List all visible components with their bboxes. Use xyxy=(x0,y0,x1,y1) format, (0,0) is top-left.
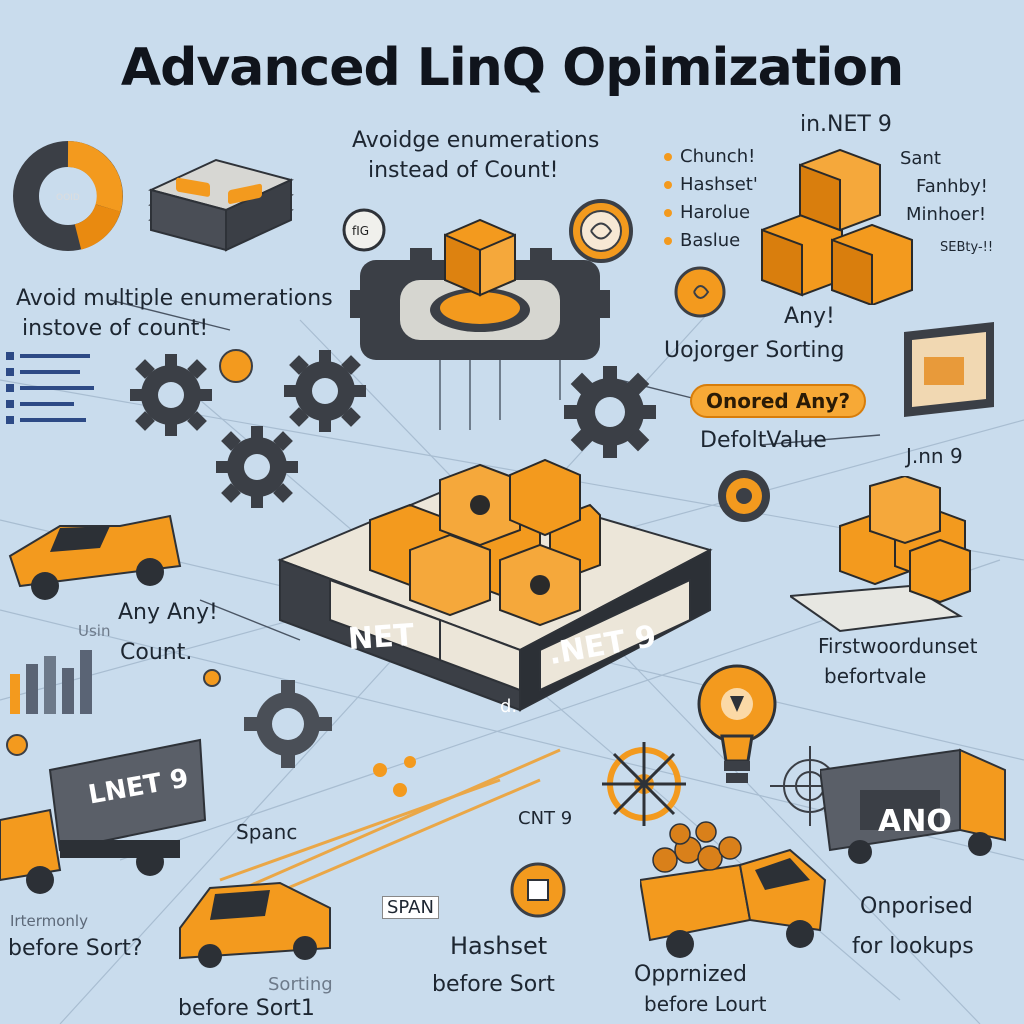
coin-icon xyxy=(569,199,633,263)
car-icon xyxy=(179,881,331,968)
subtitle: in.NET 9 xyxy=(800,112,892,137)
magnifier-label: fIG xyxy=(352,224,369,238)
hashset-label: Hashset xyxy=(450,932,548,960)
top-right-line-3: Minhoer! xyxy=(906,204,987,225)
gear-icon xyxy=(130,354,212,436)
lightbulb-icon xyxy=(697,664,777,783)
ring-chart-icon: OOID xyxy=(13,141,123,251)
any-label: Any! xyxy=(784,304,835,329)
bullet-dot-icon xyxy=(664,181,672,189)
bullet-dot-icon xyxy=(664,153,672,161)
bullet-dot-icon xyxy=(664,209,672,217)
bullet-item: Baslue xyxy=(664,230,740,251)
platform-label-left: NET xyxy=(346,617,416,658)
small-coin-icon xyxy=(203,669,221,687)
box-truck-icon xyxy=(820,748,1006,864)
bullet-item: Chunch! xyxy=(664,146,755,167)
optimized-bottom-line-2: before Lourt xyxy=(644,992,767,1016)
span-box-label: SPAN xyxy=(382,896,439,919)
top-center-line-1: Avoidge enumerations xyxy=(352,128,600,153)
optimized-lookups-line-1: Onporised xyxy=(860,894,973,919)
bullet-item: Hashset' xyxy=(664,174,758,195)
box-truck-icon xyxy=(0,738,207,894)
before-sort-bottom-label: before Sort1 xyxy=(178,996,315,1021)
optimized-bottom-line-1: Opprnized xyxy=(634,962,748,987)
helm-wheel-icon xyxy=(602,742,686,826)
before-sort-left-small: Irtermonly xyxy=(10,912,88,930)
before-sort-mid-label: before Sort xyxy=(432,972,555,997)
top-right-line-4: SEBty-!! xyxy=(940,240,994,255)
before-value-label: befortvale xyxy=(824,664,927,688)
speed-lines xyxy=(219,748,561,902)
default-value-label: DefoltValue xyxy=(700,428,827,453)
left-text-line-1: Avoid multiple enumerations xyxy=(16,286,333,311)
page-title: Advanced LinQ Opimization xyxy=(120,38,904,98)
top-right-line-1: Sant xyxy=(900,148,941,169)
target-coin-icon xyxy=(718,470,770,522)
cargo-truck-icon xyxy=(640,821,827,958)
ordered-any-pill: Onored Any? xyxy=(690,384,867,418)
swirl-coin-icon xyxy=(674,266,726,318)
gear-icon xyxy=(564,366,656,458)
truck-label-right: ANO xyxy=(878,804,952,839)
picture-frame-icon xyxy=(904,322,994,417)
before-sort-left-label: before Sort? xyxy=(8,936,143,961)
sorting-label: Uojorger Sorting xyxy=(664,338,845,363)
count-label: Count. xyxy=(120,640,193,665)
pickup-truck-icon xyxy=(8,514,182,600)
cube-cluster-icon xyxy=(790,476,971,633)
orange-badge-icon xyxy=(510,862,566,918)
top-center-line-2: instead of Count! xyxy=(368,158,559,183)
any-any-label: Any Any! xyxy=(118,600,218,625)
small-coin-icon xyxy=(6,734,28,756)
ring-label: OOID xyxy=(56,193,80,203)
net9-mid-label: CNT 9 xyxy=(518,808,573,829)
platform-small-mark: d. xyxy=(500,696,518,717)
net9-right-label: J.nn 9 xyxy=(906,444,963,468)
gear-frame-icon xyxy=(350,218,610,360)
gear-icon xyxy=(216,426,298,508)
cube-pile-icon xyxy=(761,148,913,305)
span-left-label: Spanc xyxy=(236,820,298,844)
left-text-line-2: instove of count! xyxy=(22,316,209,341)
first-or-default-label: Firstwoordunset xyxy=(818,634,978,658)
small-coin-icon xyxy=(219,349,253,383)
gear-icon xyxy=(244,680,332,768)
bullet-item: Harolue xyxy=(664,202,750,223)
bar-chart-icon xyxy=(10,650,92,714)
bullet-dot-icon xyxy=(664,237,672,245)
magnifier-icon: fIG xyxy=(342,208,386,252)
central-platform xyxy=(277,458,713,712)
data-list-icon xyxy=(6,352,94,424)
server-stack-icon xyxy=(148,158,294,252)
sorting-bottom-label: Sorting xyxy=(268,974,333,995)
gear-icon xyxy=(284,350,366,432)
top-right-line-2: Fanhby! xyxy=(916,176,988,197)
optimized-lookups-line-2: for lookups xyxy=(852,934,974,959)
using-label: Usin xyxy=(78,622,111,640)
